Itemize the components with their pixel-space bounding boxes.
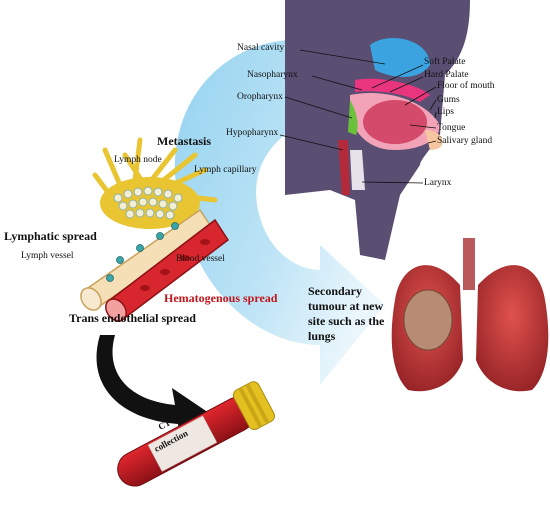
tongue-region <box>363 100 427 144</box>
label-secondary-tumour: Secondary tumour at new site such as the… <box>308 284 385 343</box>
label-lymphatic-spread: Lymphatic spread <box>4 229 97 243</box>
tube-label <box>147 415 218 472</box>
blood-cells <box>140 239 210 291</box>
nasal-cavity-region <box>370 37 430 77</box>
label-lymph-capillary: Lymph capillary <box>194 165 257 175</box>
label-hematogenous-spread: Hematogenous spread <box>164 291 278 305</box>
head-neck-illustration <box>285 0 470 260</box>
label-tongue: Tongue <box>437 123 466 133</box>
vessel-illustration <box>80 137 230 322</box>
label-hard-palate: Hard Palate <box>424 70 469 80</box>
lymph-node-cells <box>113 186 183 220</box>
flow-arrow <box>174 39 385 385</box>
label-gums: Gums <box>437 95 460 105</box>
label-salivary-gland: Salivary gland <box>437 136 493 146</box>
airway-region <box>338 140 350 195</box>
label-metastasis: Metastasis <box>157 134 211 148</box>
label-nasal-cavity: Nasal cavity <box>237 43 285 53</box>
right-lung <box>476 265 549 392</box>
label-lips: Lips <box>437 107 454 117</box>
salivary-region <box>425 130 443 150</box>
tumor-cells <box>106 222 179 282</box>
label-blood-vessel: Blood vessel <box>176 254 225 264</box>
label-larynx: Larynx <box>424 178 452 188</box>
lungs-illustration <box>391 238 549 392</box>
label-soft-palate: Soft Palate <box>424 57 466 67</box>
label-leader-lines <box>279 49 437 184</box>
label-lymph-vessel: Lymph vessel <box>21 251 74 261</box>
label-floor-of-mouth: Floor of mouth <box>437 81 495 91</box>
label-lymph-node: Lymph node <box>114 155 162 165</box>
ctc-tube-illustration <box>117 381 276 487</box>
larynx-region <box>350 150 365 190</box>
label-trans-endothelial-spread: Trans endothelial spread <box>69 311 196 325</box>
black-curved-arrow <box>96 335 212 440</box>
hard-palate-region <box>355 78 430 102</box>
label-oropharynx: Oropharynx <box>237 92 283 102</box>
oropharynx-region <box>348 100 358 135</box>
label-nasopharynx: Nasopharynx <box>247 70 298 80</box>
label-hypopharynx: Hypopharynx <box>226 128 279 138</box>
lung-tumour <box>403 289 453 351</box>
trachea <box>463 238 475 290</box>
